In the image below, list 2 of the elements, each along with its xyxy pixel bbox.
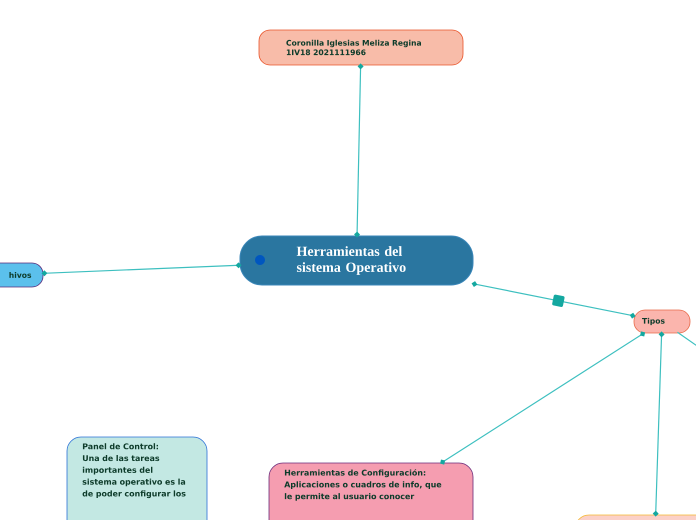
connector-line [440,331,646,465]
central-topic-box: Herramientas del sistema Operativo [240,236,474,286]
